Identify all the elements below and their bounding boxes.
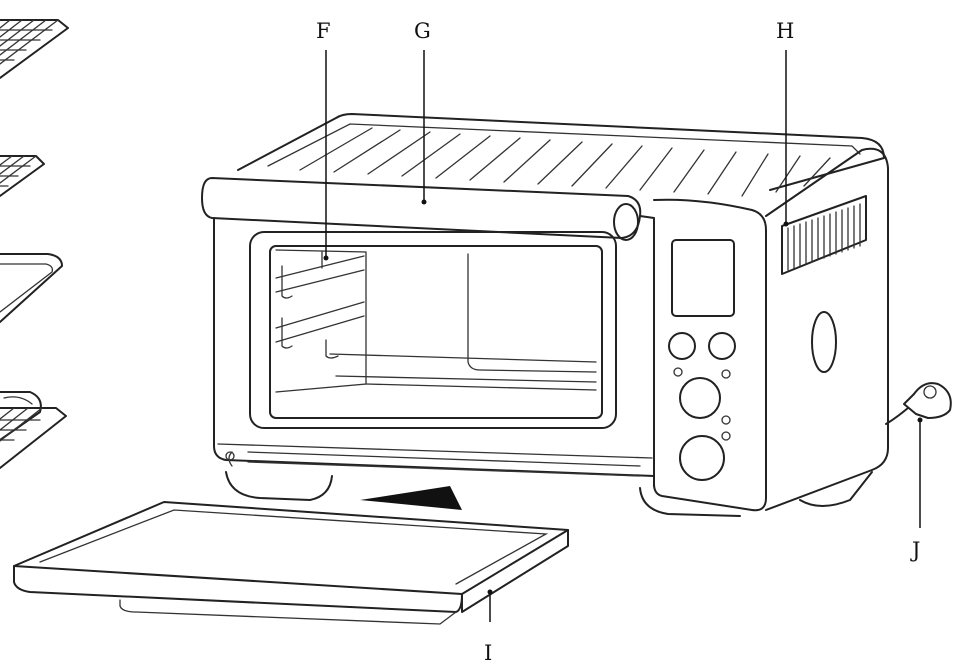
callout-label-j: J: [910, 538, 920, 562]
callout-label-f: F: [316, 19, 331, 43]
oven-body: [201, 113, 889, 517]
baking-pan: [0, 253, 63, 323]
power-cord: [885, 382, 952, 425]
callout-label-h: H: [776, 19, 794, 43]
wire-rack-top: [0, 19, 69, 79]
crumb-tray: [13, 501, 569, 625]
callout-label-g: G: [414, 19, 431, 43]
callout-label-i: I: [484, 641, 492, 665]
leader-lines: [323, 50, 923, 622]
insert-direction-arrow: [360, 486, 462, 510]
air-fry-basket: [0, 391, 67, 469]
wire-rack-middle: [0, 155, 45, 197]
